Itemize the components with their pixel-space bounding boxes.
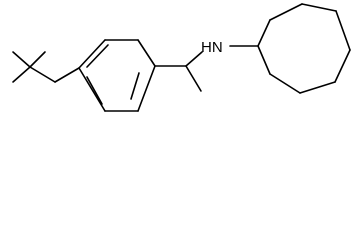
double-bond-inner [130, 72, 140, 100]
tert-butyl-group [12, 51, 56, 83]
bond [29, 51, 46, 68]
molecule-canvas: { "molecule": { "atom_labels": { "amine"… [12, 3, 351, 112]
bond [12, 51, 31, 68]
bond [299, 81, 336, 94]
bond [137, 65, 156, 112]
bond [257, 19, 271, 47]
bond [78, 67, 106, 112]
ethyl-linker [154, 51, 203, 92]
bond [334, 49, 351, 83]
bond [185, 65, 202, 92]
bond [335, 10, 351, 51]
bond [185, 51, 203, 67]
double-bond-inner [86, 44, 109, 68]
bond [54, 67, 80, 83]
benzene-ring [54, 39, 156, 112]
cycloheptane-ring [257, 3, 351, 94]
bond [137, 39, 156, 67]
bond [257, 45, 271, 75]
bond [12, 66, 31, 83]
bond [29, 66, 56, 83]
bond [269, 3, 303, 21]
bond [301, 3, 337, 12]
bond [78, 39, 106, 69]
chemical-structure: HN [12, 3, 351, 112]
bond [269, 73, 301, 94]
amine-label: HN [201, 39, 223, 56]
double-bond-inner [86, 76, 103, 105]
